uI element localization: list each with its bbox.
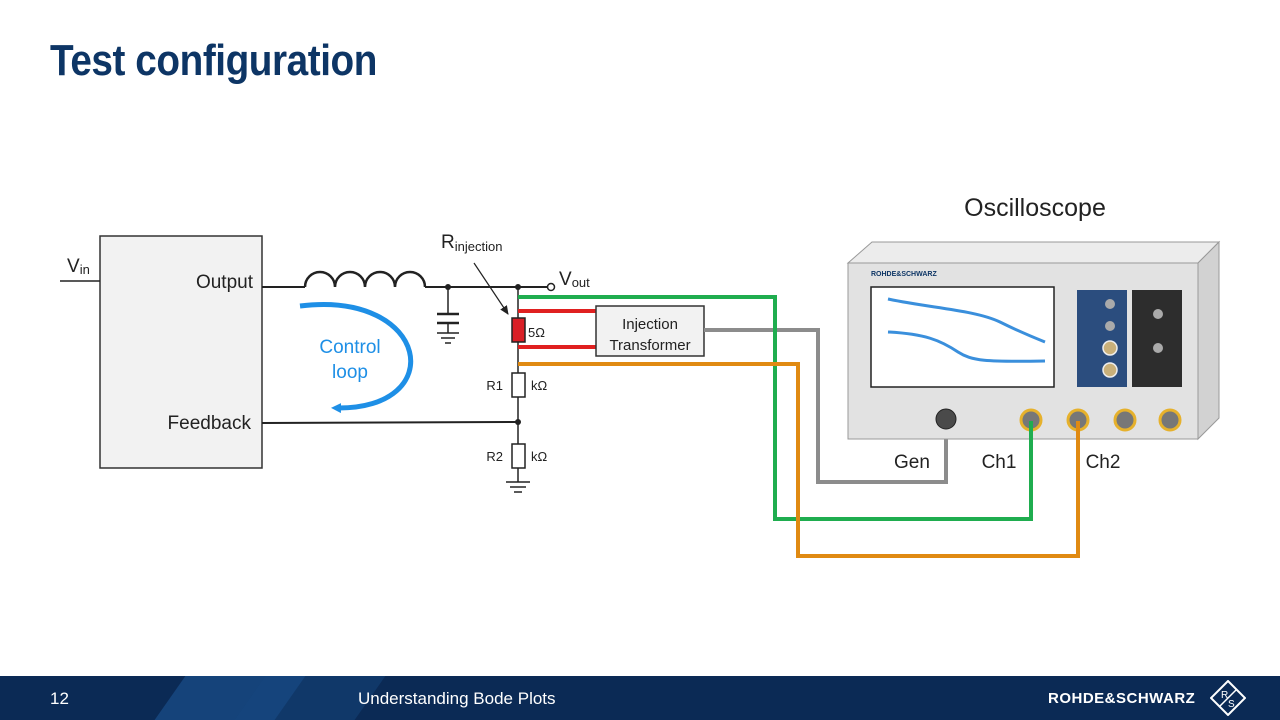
test-configuration-diagram: Vin Output Feedback Vout 5Ω R1 kΩ R2 kΩ …: [60, 194, 1221, 558]
scope-button: [1153, 309, 1163, 319]
footer-bar: 12 Understanding Bode Plots ROHDE&SCHWAR…: [0, 676, 1280, 720]
feedback-label: Feedback: [168, 413, 252, 434]
r2-value: kΩ: [531, 449, 548, 464]
control-loop-arrow: [299, 302, 414, 414]
slide-title: Test configuration: [50, 36, 377, 85]
scope-knob: [1102, 340, 1118, 356]
r-injection-pointer: [473, 262, 509, 315]
scope-screen: [870, 286, 1055, 388]
output-label: Output: [196, 272, 254, 293]
scope-button-panel: [1132, 290, 1182, 387]
scope-brand: ROHDE&SCHWARZ: [871, 271, 937, 278]
scope-trace-gain: [887, 297, 1046, 344]
injection-transformer-label-1: Injection: [622, 316, 678, 333]
brand-logo-text: ROHDE&SCHWARZ: [1048, 690, 1196, 707]
injection-transformer-label-2: Transformer: [609, 337, 690, 354]
r-injection-resistor: [511, 317, 526, 343]
r2-label: R2: [486, 449, 503, 464]
scope-top-face: [846, 241, 1221, 264]
control-loop-label-2: loop: [332, 362, 368, 383]
gen-connector: [935, 408, 957, 430]
vout-label: Vout: [559, 269, 590, 290]
r1-value: kΩ: [531, 378, 548, 393]
ch1-label: Ch1: [982, 452, 1017, 473]
r1-resistor: [511, 372, 526, 398]
scope-knob-panel: [1077, 290, 1127, 387]
gen-label: Gen: [894, 452, 930, 473]
scope-knob: [1105, 321, 1115, 331]
r-injection-label: Rinjection: [441, 232, 502, 254]
footer-title: Understanding Bode Plots: [358, 689, 556, 708]
feedback-wire: [261, 421, 519, 424]
scope-trace-phase: [887, 330, 1046, 363]
ch1-wire: [518, 295, 1033, 521]
injection-transformer: [595, 305, 705, 357]
svg-text:R: R: [1221, 690, 1228, 701]
inductor: [303, 270, 427, 288]
scope-button: [1153, 343, 1163, 353]
ch2-label: Ch2: [1086, 452, 1121, 473]
ch3-connector: [1113, 408, 1137, 432]
svg-text:S: S: [1228, 699, 1235, 710]
ch2-wire: [518, 362, 1080, 558]
ch4-connector: [1158, 408, 1182, 432]
r2-resistor: [511, 443, 526, 469]
scope-side-face: [1197, 240, 1220, 441]
control-loop-label-1: Control: [319, 337, 380, 358]
regulator-block: [99, 235, 263, 469]
oscilloscope-label: Oscilloscope: [964, 194, 1106, 222]
scope-knob: [1102, 362, 1118, 378]
gen-wire: [704, 328, 948, 484]
page-number: 12: [50, 689, 69, 708]
r1-label: R1: [486, 378, 503, 393]
vout-terminal: [546, 282, 556, 292]
r-injection-value: 5Ω: [528, 325, 545, 340]
brand-logo-icon: R S: [1210, 680, 1246, 716]
vin-label: Vin: [67, 256, 90, 277]
scope-knob: [1105, 299, 1115, 309]
